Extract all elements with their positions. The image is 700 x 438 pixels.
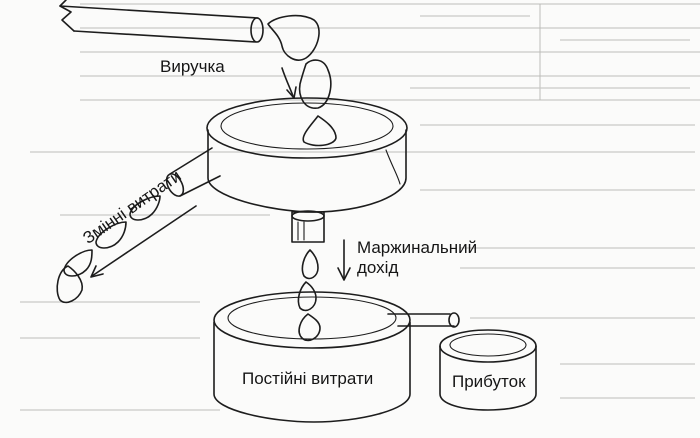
fixed-costs-basin <box>213 291 411 423</box>
variable-costs-drops <box>56 195 197 304</box>
profit-spout <box>387 312 460 328</box>
fixed-costs-label: Постійні витрати <box>242 369 374 388</box>
marginal-income-drops <box>297 239 351 342</box>
variable-costs-spout <box>165 147 221 197</box>
revenue-drops <box>267 14 337 147</box>
profit-label: Прибуток <box>452 372 526 391</box>
marginal-income-label-line2: дохід <box>357 258 399 277</box>
upper-basin <box>206 97 408 213</box>
marginal-income-label-line1: Маржинальний <box>357 238 478 257</box>
upper-basin-outlet <box>291 210 325 243</box>
marginal-income-label: Маржинальний дохід <box>357 238 477 278</box>
profit-cup <box>439 329 537 411</box>
revenue-pipe <box>59 0 264 43</box>
background-page-text <box>20 3 700 411</box>
revenue-label: Виручка <box>160 57 225 76</box>
